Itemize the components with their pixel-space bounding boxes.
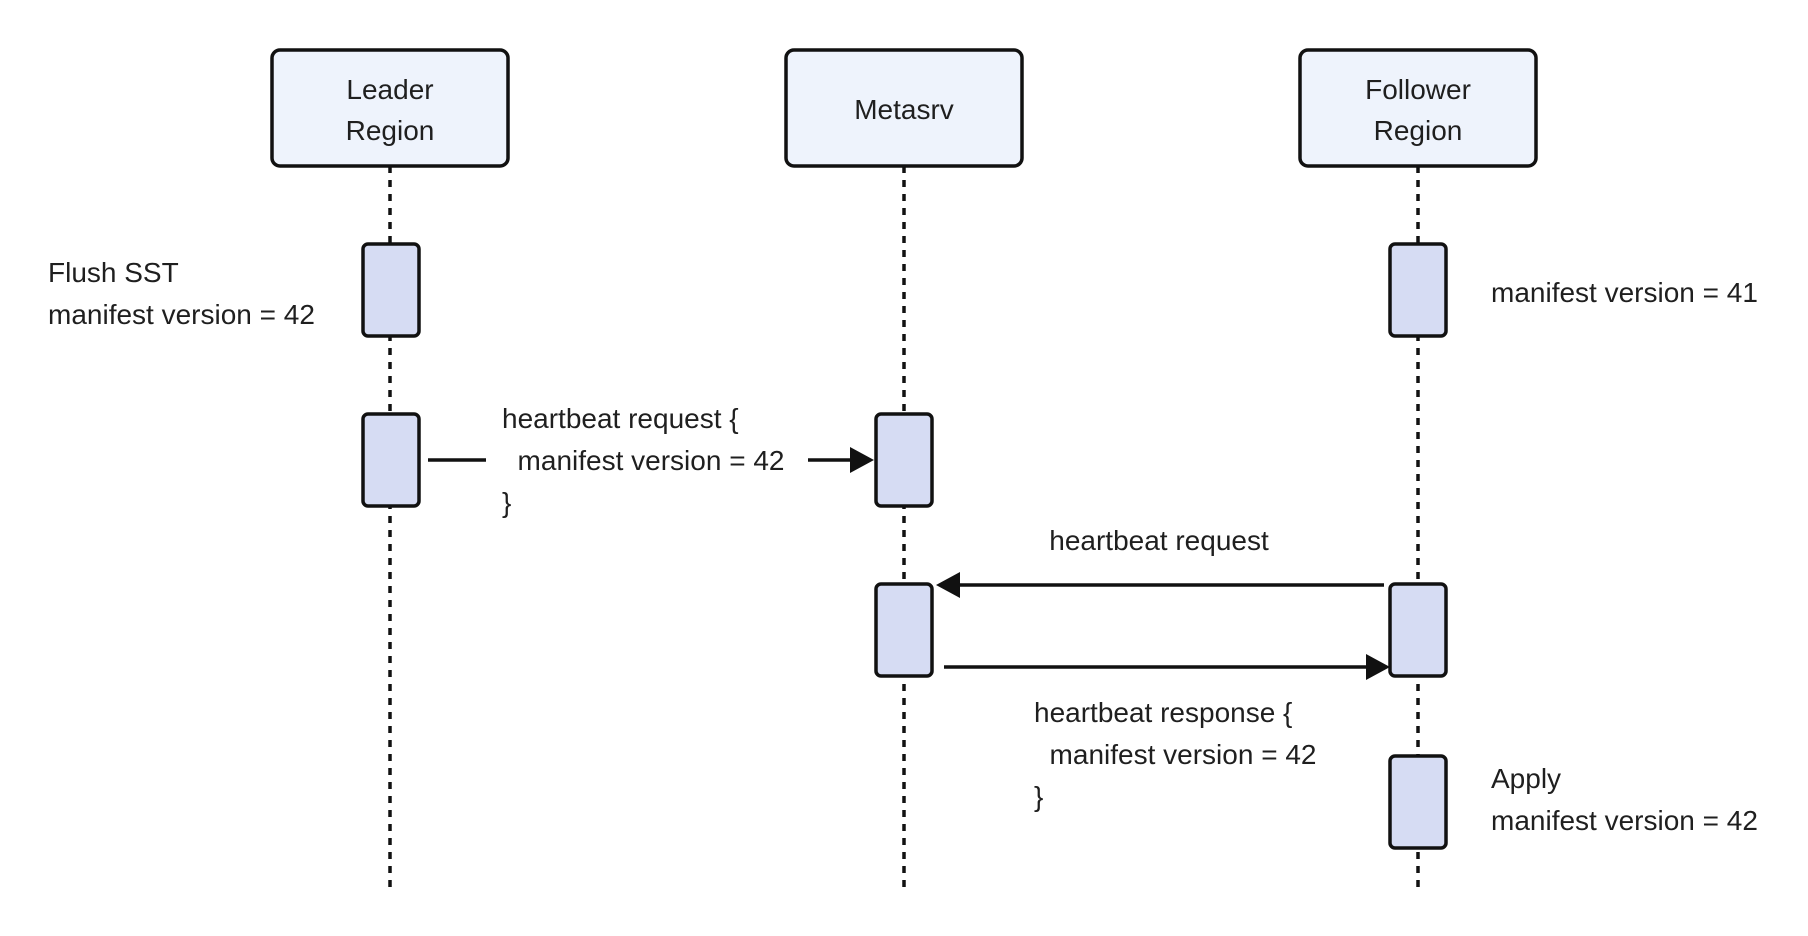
message-label-line1: heartbeat request { — [502, 403, 739, 434]
leader-activation-heartbeat — [361, 412, 421, 508]
message-label-line2: manifest version = 42 — [1034, 739, 1316, 770]
participant-label-line1: Follower — [1365, 74, 1471, 105]
note-follower-initial: manifest version = 41 — [1491, 277, 1758, 308]
message-label-line3: } — [1034, 781, 1043, 812]
message-leader-heartbeat-request: heartbeat request { manifest version = 4… — [428, 403, 874, 518]
participant-label-line2: Region — [1374, 115, 1463, 146]
arrowhead-left-icon — [936, 572, 960, 598]
note-line2: manifest version = 42 — [48, 299, 315, 330]
participant-metasrv: Metasrv — [784, 48, 1024, 168]
participant-leader-region: Leader Region — [270, 48, 510, 168]
message-follower-heartbeat-request: heartbeat request — [936, 525, 1384, 598]
arrowhead-right-icon — [850, 447, 874, 473]
arrowhead-right-icon — [1366, 654, 1390, 680]
metasrv-activation-leader-heartbeat — [874, 412, 934, 508]
note-follower-apply: Apply manifest version = 42 — [1491, 763, 1758, 836]
note-line1: Apply — [1491, 763, 1561, 794]
follower-activation-initial — [1388, 242, 1448, 338]
participant-label-line2: Region — [346, 115, 435, 146]
note-line2: manifest version = 42 — [1491, 805, 1758, 836]
message-label: heartbeat request — [1049, 525, 1269, 556]
participant-follower-region: Follower Region — [1298, 48, 1538, 168]
message-label-line2: manifest version = 42 — [502, 445, 784, 476]
message-heartbeat-response: heartbeat response { manifest version = … — [944, 654, 1390, 812]
participant-label: Metasrv — [854, 94, 954, 125]
note-line1: manifest version = 41 — [1491, 277, 1758, 308]
participant-label-line1: Leader — [346, 74, 433, 105]
follower-activation-apply — [1388, 754, 1448, 850]
note-leader-flush: Flush SST manifest version = 42 — [48, 257, 315, 330]
leader-activation-flush — [361, 242, 421, 338]
message-label-line3: } — [502, 487, 511, 518]
note-line1: Flush SST — [48, 257, 179, 288]
message-label-line1: heartbeat response { — [1034, 697, 1292, 728]
follower-activation-heartbeat — [1388, 582, 1448, 678]
metasrv-activation-follower-heartbeat — [874, 582, 934, 678]
